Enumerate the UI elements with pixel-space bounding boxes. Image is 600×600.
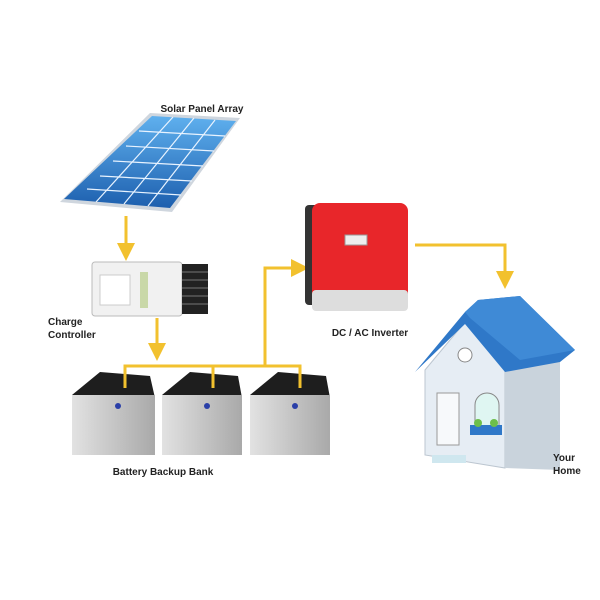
home-icon xyxy=(415,296,575,470)
charge-controller-label-line2: Controller xyxy=(48,330,96,341)
inverter-icon xyxy=(305,203,408,311)
charge-controller-icon xyxy=(91,261,208,317)
inverter-label: DC / AC Inverter xyxy=(332,328,408,339)
wire-battery-to-inverter xyxy=(263,259,309,366)
home-label-line2: Home xyxy=(553,466,581,477)
battery-icon xyxy=(162,372,242,455)
home-label-line1: Your xyxy=(553,453,575,464)
battery-icon xyxy=(72,372,155,455)
solar-panel-icon xyxy=(60,113,240,212)
wire-inverter-to-home xyxy=(415,243,514,289)
charge-controller-label-line1: Charge xyxy=(48,317,83,328)
solar-panel-label: Solar Panel Array xyxy=(160,104,243,115)
battery-icon xyxy=(250,372,330,455)
battery-bank-label: Battery Backup Bank xyxy=(113,467,214,478)
